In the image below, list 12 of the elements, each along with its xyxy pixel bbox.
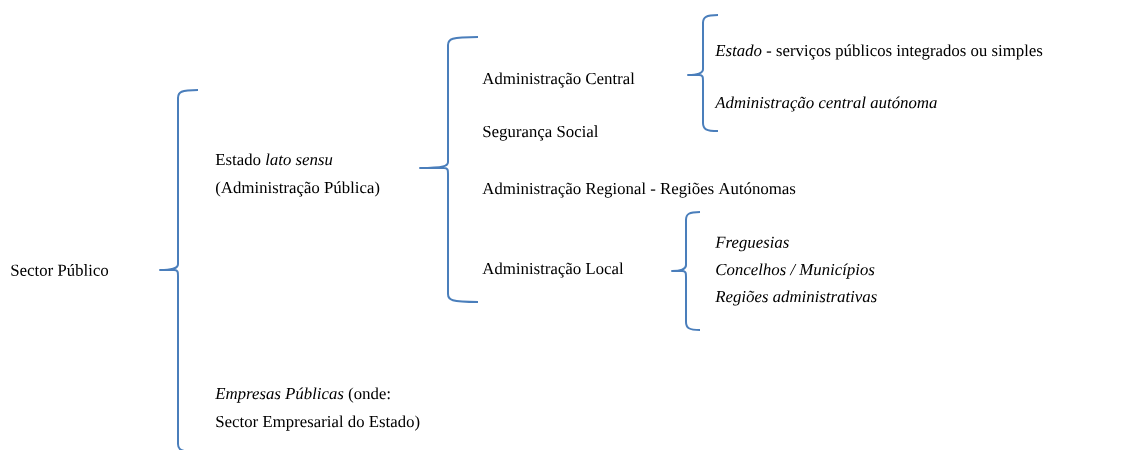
text-label: Administração Regional - Regiões Autónomas bbox=[482, 182, 796, 198]
text-label: Administração Local bbox=[482, 262, 624, 278]
text-label: Administração central autónoma bbox=[714, 96, 937, 112]
text-label: Regiões administrativas bbox=[715, 290, 877, 306]
text-label: Sector Público bbox=[11, 264, 109, 276]
text-label: Empresas Públicas (onde: Sector Empresarial do Estado) bbox=[215, 387, 420, 431]
text-label: Concelhos / Municípios bbox=[716, 263, 875, 279]
text-label: Freguesias bbox=[715, 236, 789, 252]
text-label: Segurança Social bbox=[483, 125, 599, 141]
text-label: Estado lato sensu (Administração Pública) bbox=[215, 153, 380, 197]
text-label: Estado - serviços públicos integrados ou simples bbox=[715, 44, 1043, 60]
text-label: Administração Central bbox=[482, 72, 635, 88]
